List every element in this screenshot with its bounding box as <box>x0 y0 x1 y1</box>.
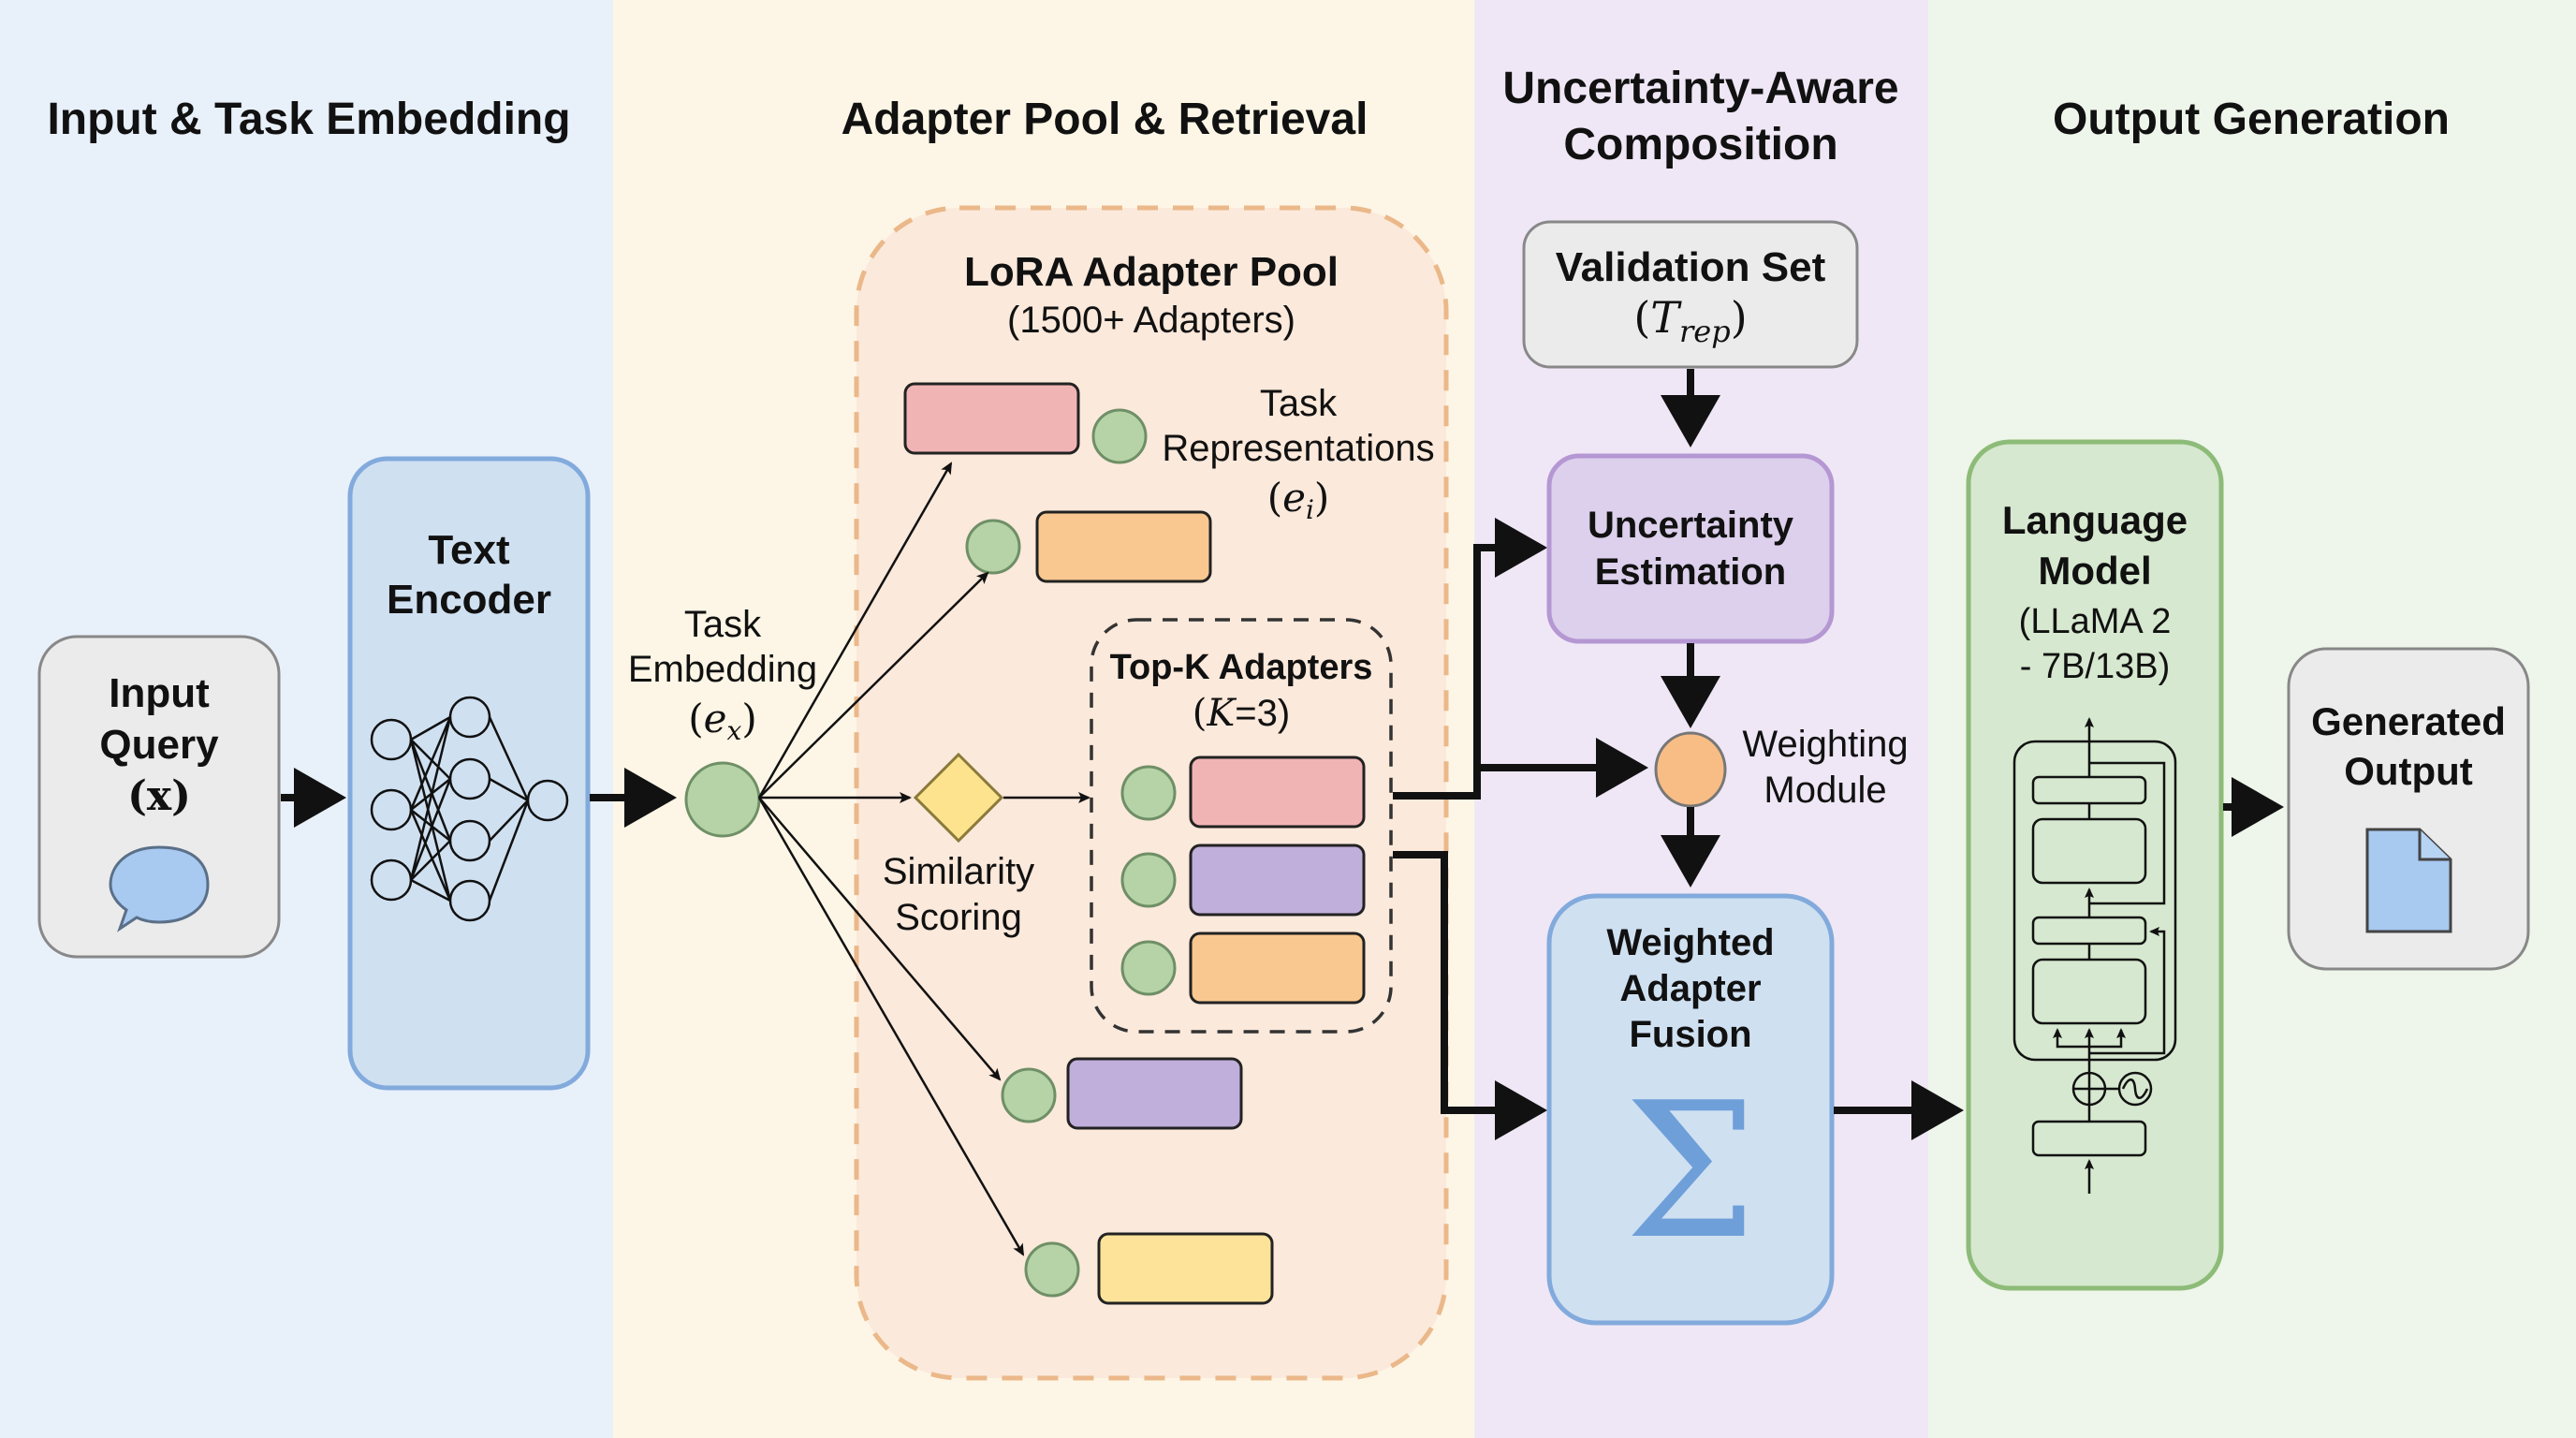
task-embedding-node <box>684 761 761 838</box>
adapter-embedding-node <box>1120 940 1177 996</box>
weighting-label-2: Module <box>1764 770 1886 811</box>
adapter-block <box>1189 844 1366 917</box>
language-model-box: Language Model (LLaMA 2 - 7B/13B) <box>1966 439 2224 1291</box>
adapter-block <box>1066 1057 1243 1130</box>
output-label-1: Generated <box>2311 699 2506 743</box>
composition-connectors <box>1393 518 1648 1140</box>
input-query-label-2: Query <box>99 722 219 768</box>
adapter-block <box>1035 510 1212 583</box>
nn-connection <box>409 716 452 811</box>
adapter-embedding-node <box>1001 1067 1057 1123</box>
adapter-block <box>903 382 1080 455</box>
uncertainty-label-1: Uncertainty <box>1588 505 1794 546</box>
validation-set-symbol: (Trep) <box>1633 292 1747 349</box>
retrieval-arrow <box>757 462 953 799</box>
task-embedding-symbol: (ex) <box>688 696 756 746</box>
task-embedding-label-2: Embedding <box>628 649 817 690</box>
document-icon <box>2365 828 2452 933</box>
fusion-label-1: Weighted <box>1606 922 1774 963</box>
top-k-adapter <box>1120 756 1366 829</box>
section-title-pool: Adapter Pool & Retrieval <box>842 95 1368 144</box>
fusion-label-2: Adapter <box>1619 968 1761 1009</box>
nn-connection <box>409 716 452 881</box>
retrieval-arrows <box>757 462 1090 1256</box>
task-repr-label-2: Representations <box>1162 428 1434 469</box>
weighted-fusion-box: Weighted Adapter Fusion Σ <box>1546 893 1835 1326</box>
top-k-adapter <box>1120 844 1366 917</box>
similarity-label-1: Similarity <box>883 851 1034 892</box>
similarity-label-2: Scoring <box>895 897 1022 938</box>
nn-connection <box>410 715 451 741</box>
adapter-block <box>1189 932 1366 1005</box>
text-encoder-label-2: Encoder <box>387 577 551 623</box>
fusion-label-3: Fusion <box>1629 1014 1751 1055</box>
section-title-composition-1: Uncertainty-Aware <box>1502 64 1898 113</box>
nn-connection <box>409 739 452 842</box>
section-title-composition-2: Composition <box>1563 120 1837 169</box>
task-embedding-label-1: Task <box>684 604 762 645</box>
input-query-label-1: Input <box>109 670 210 716</box>
weighting-label-1: Weighting <box>1742 724 1908 765</box>
uncertainty-estimation-box: Uncertainty Estimation <box>1546 453 1835 644</box>
uncertainty-label-2: Estimation <box>1595 551 1786 593</box>
topk-to-uncertainty-arrow <box>1393 518 1547 800</box>
nn-connection <box>489 800 529 842</box>
pool-adapter <box>1001 1057 1243 1130</box>
pool-adapter <box>965 510 1212 583</box>
generated-output-box: Generated Output <box>2287 647 2530 971</box>
top-k-adapter <box>1120 932 1366 1005</box>
input-query-symbol: (x) <box>127 772 191 820</box>
lm-label-4: - 7B/13B) <box>2020 647 2171 686</box>
adapter-embedding-node <box>1120 765 1177 821</box>
nn-connection <box>410 840 451 881</box>
lm-label-2: Model <box>2038 549 2151 593</box>
nn-connection <box>488 716 530 801</box>
retrieval-arrow <box>758 797 1002 1081</box>
nn-connection <box>410 739 451 780</box>
adapter-embedding-node <box>1091 408 1148 464</box>
nn-connection <box>489 777 529 802</box>
validation-set-title: Validation Set <box>1556 244 1826 290</box>
text-encoder-box: Text Encoder <box>347 456 591 1091</box>
text-encoder-label-1: Text <box>428 527 510 573</box>
adapter-pool-subtitle: (1500+ Adapters) <box>1007 300 1295 341</box>
lm-label-1: Language <box>2002 498 2188 542</box>
nn-connection <box>410 809 451 842</box>
retrieval-arrow <box>758 571 989 799</box>
nn-connection <box>409 778 452 881</box>
pool-adapter <box>1024 1232 1274 1305</box>
nn-connection <box>409 809 452 902</box>
pool-adapter <box>903 382 1148 464</box>
input-query-box: Input Query (x) <box>37 635 281 959</box>
speech-bubble-icon <box>109 845 210 932</box>
transformer-icon <box>2012 717 2177 1194</box>
adapter-block <box>1097 1232 1274 1305</box>
section-title-input: Input & Task Embedding <box>47 95 570 144</box>
nn-connection <box>488 800 530 902</box>
nn-connection <box>410 878 451 902</box>
adapter-pool-title: LoRA Adapter Pool <box>964 249 1339 295</box>
top-k-param: (K=3) <box>1193 692 1290 735</box>
topk-to-fusion-arrow <box>1393 851 1547 1140</box>
top-k-container <box>1090 618 1393 1034</box>
task-repr-label-1: Task <box>1260 383 1338 424</box>
task-repr-symbol: (ei) <box>1267 475 1330 525</box>
adapter-embedding-node <box>1024 1241 1080 1298</box>
lm-label-3: (LLaMA 2 <box>2019 602 2172 641</box>
similarity-scoring-diamond <box>913 752 1004 844</box>
top-k-title: Top-K Adapters <box>1110 648 1373 687</box>
retrieval-arrow <box>757 797 1025 1256</box>
output-label-2: Output <box>2344 749 2473 793</box>
adapter-embedding-node <box>965 519 1021 575</box>
neural-network-icon <box>370 696 569 922</box>
validation-set-box: Validation Set (Trep) <box>1522 220 1859 369</box>
nn-connection <box>409 739 452 902</box>
adapter-embedding-node <box>1120 852 1177 908</box>
weighting-module-node <box>1654 731 1727 808</box>
section-title-output: Output Generation <box>2053 95 2450 144</box>
adapter-block <box>1189 756 1366 829</box>
sigma-icon: Σ <box>1624 1063 1756 1281</box>
